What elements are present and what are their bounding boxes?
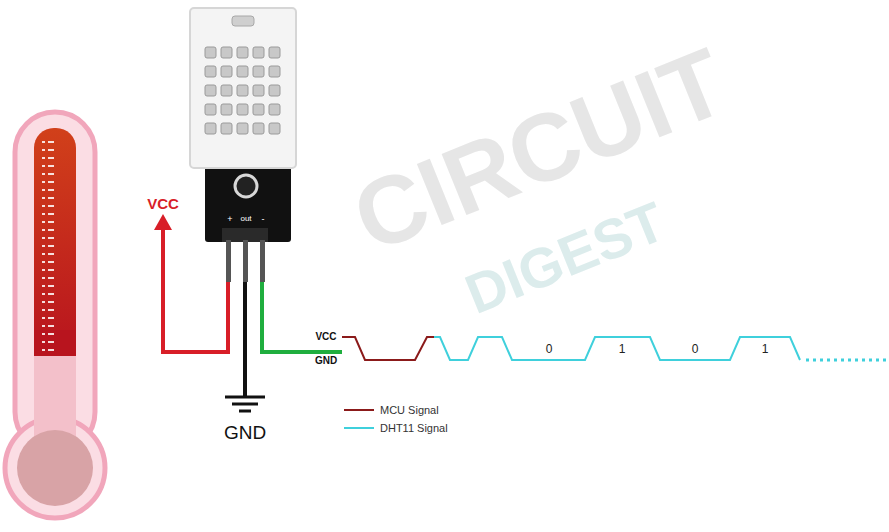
level-label: VCC — [315, 332, 336, 342]
legend-text: MCU Signal — [380, 405, 439, 416]
thermometer — [5, 112, 105, 518]
legend-text: DHT11 Signal — [380, 423, 448, 434]
mcu-signal-wave — [342, 337, 434, 360]
watermark: CIRCUIT — [342, 33, 739, 268]
data-wire — [262, 282, 342, 352]
pin-label: out — [240, 215, 251, 223]
pin-label: + — [227, 215, 232, 224]
ground-symbol — [225, 397, 265, 411]
vcc-arrowhead — [154, 214, 172, 230]
legend-line-dht — [344, 427, 374, 429]
bit-value: 0 — [692, 343, 699, 355]
signal-name: GND — [224, 423, 266, 442]
level-label: GND — [315, 356, 337, 366]
dht-signal-continuation — [806, 359, 886, 362]
dht-signal-wave — [434, 337, 800, 360]
pin-label: - — [262, 215, 265, 224]
bit-value: 1 — [619, 343, 626, 355]
legend-line-mcu — [344, 409, 374, 411]
dht-sensor-module — [190, 8, 296, 282]
gnd-wire — [243, 282, 247, 396]
signal-name: VCC — [147, 196, 179, 211]
bit-value: 1 — [762, 343, 769, 355]
bit-value: 0 — [546, 343, 553, 355]
vcc-wire — [163, 228, 228, 352]
